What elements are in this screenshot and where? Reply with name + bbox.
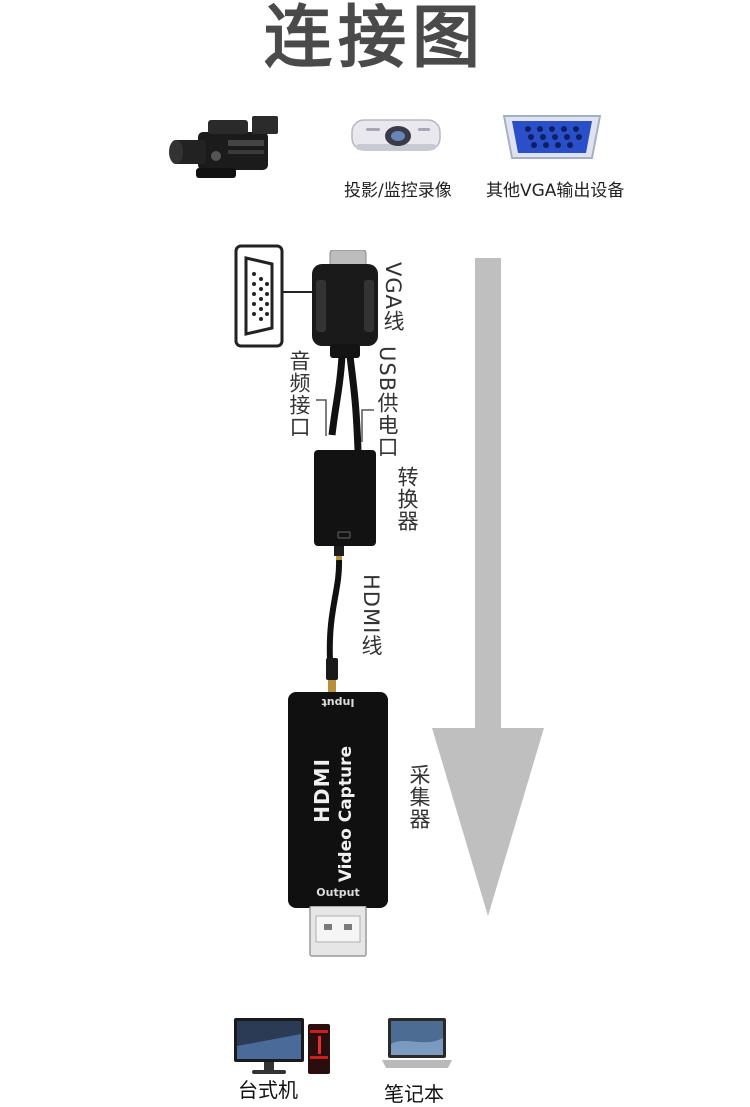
video-camera-icon [169, 116, 278, 178]
model-text: Video Capture [336, 746, 356, 883]
capture-label: 采集器 [407, 764, 431, 830]
projector-icon [351, 119, 441, 151]
vga-cable-label: VGA线 [381, 262, 405, 333]
converter-label: 转换器 [395, 466, 419, 532]
laptop-icon [382, 1018, 452, 1068]
output-text: Output [316, 886, 360, 899]
vga-device-label: 其他VGA输出设备 [486, 181, 625, 201]
flow-arrow-icon [432, 258, 544, 916]
vga-socket-icon [234, 244, 312, 348]
desktop-computer-icon [234, 1018, 330, 1074]
callout-lines [316, 399, 374, 442]
capture-device [288, 692, 388, 908]
vga-port-icon [502, 115, 602, 159]
projector-label: 投影/监控录像 [344, 181, 452, 201]
usb-power-label: USB供电口 [375, 346, 399, 459]
laptop-label: 笔记本 [384, 1082, 444, 1106]
page-title: 连接图 [263, 0, 486, 78]
desktop-label: 台式机 [238, 1078, 298, 1102]
vga-cable-icon [312, 250, 378, 692]
capture-device-face: Input HDMI Video Capture Output [288, 692, 388, 908]
hdmi-cable-label: HDMI线 [359, 574, 383, 657]
input-text: Input [321, 696, 355, 709]
usb-plug-icon [309, 906, 367, 957]
brand-text: HDMI [310, 758, 334, 823]
audio-port-label: 音频接口 [287, 350, 311, 438]
